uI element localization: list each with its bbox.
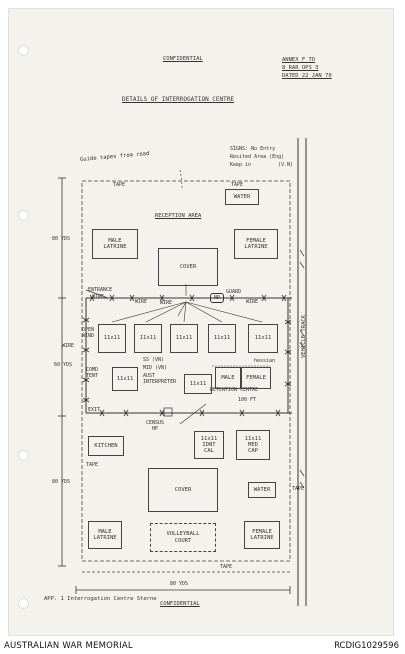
female-detention: FEMALE — [241, 367, 271, 389]
tape-label: TAPE — [220, 564, 233, 570]
detention-centre-label: DETENTION CENTRE — [210, 387, 259, 393]
male-detention: MALE — [215, 367, 241, 389]
water-tank-bottom: WATER — [248, 482, 276, 498]
wire-label: WIRE — [246, 299, 259, 305]
hessian-label: hessian — [254, 358, 276, 364]
mid-vn-label: MID (VN) — [143, 365, 168, 371]
wire-label: WIRE — [135, 299, 148, 305]
ident-cal-tent: 11x11 IDNT CAL — [194, 431, 224, 459]
cell-11x11: 11x11 — [208, 324, 236, 353]
annex-label: ANNEX F TO — [282, 57, 316, 63]
punch-hole — [18, 450, 29, 461]
water-tank-top: WATER — [225, 189, 259, 205]
classification-top: CONFIDENTIAL — [163, 56, 203, 62]
dimension-60yds: 60 YDS — [54, 362, 73, 368]
comd-tent-label: COMD TENT — [86, 367, 99, 379]
med-cap-tent: 11x11 MED CAP — [236, 430, 270, 460]
appendix-note: APP. 1 Interrogation Centre Sterne — [44, 596, 157, 602]
flow-arrows — [111, 284, 263, 323]
cover-top: COVER — [158, 248, 218, 286]
legend-lang: (V.N) — [278, 162, 294, 168]
punch-hole — [18, 598, 29, 609]
wire-label: WIRE — [160, 300, 173, 306]
male-latrine-bottom: MALE LATRINE — [88, 521, 122, 549]
ft-100-label: 100 FT — [238, 397, 257, 403]
vehicle-track-label: VEHICLE TRACK — [301, 314, 307, 358]
np-marker: NP — [210, 293, 224, 303]
cell-11x11: 11x11 — [248, 324, 278, 353]
archive-name: AUSTRALIAN WAR MEMORIAL — [4, 641, 133, 651]
cell-11x11: 11x11 — [98, 324, 126, 353]
male-latrine-top: MALE LATRINE — [92, 229, 138, 259]
entrance-label: ENTRANCE — [88, 287, 113, 293]
cover-bottom: COVER — [148, 468, 218, 512]
punch-hole — [18, 210, 29, 221]
cell-11x11: 11x11 — [184, 374, 212, 394]
wire-crosses-top — [89, 294, 287, 302]
reception-area-label: RECEPTION AREA — [155, 213, 202, 219]
dimension-80yds: 80 YDS — [52, 236, 71, 242]
female-latrine-bottom: FEMALE LATRINE — [244, 521, 280, 549]
wire-label: WIRE — [92, 294, 105, 300]
census-hp-label: CENSUS HP — [146, 420, 165, 432]
open-wind-label: OPEN WIND — [82, 327, 95, 339]
guide-tape-curve — [179, 169, 183, 191]
volleyball-court: VOLLEYBALL COURT — [150, 523, 216, 552]
legend-restricted: Resited Area (Eng) — [230, 154, 285, 160]
exit-label: EXIT — [88, 407, 101, 413]
ss-vn-label: SS (VN) — [143, 357, 165, 363]
tape-label: TAPE — [292, 486, 305, 492]
kitchen: KITCHEN — [88, 436, 124, 456]
cell-11x11: 11x11 — [112, 367, 138, 391]
cell-11x11: 11x11 — [134, 324, 162, 353]
tape-label: TAPE — [86, 462, 99, 468]
archive-id: RCDIG1029596 — [334, 641, 399, 651]
female-latrine-top: FEMALE LATRINE — [234, 229, 278, 259]
document-page — [8, 8, 394, 636]
interpreter-label: AUST INTERPRETER — [143, 373, 177, 385]
compound-boundary — [81, 180, 291, 562]
ops-reference: 8 RAR OPS 3 — [282, 65, 319, 71]
legend-signs: SIGNS: No Entry — [230, 146, 276, 152]
guard-label: GUARD — [226, 289, 242, 295]
legend-keep-in: Keep in — [230, 162, 252, 168]
dated-label: DATED 22 JAN 70 — [282, 73, 332, 79]
punch-hole — [18, 45, 29, 56]
dimension-80yds: 80 YDS — [170, 581, 189, 587]
classification-bottom: CONFIDENTIAL — [160, 601, 200, 607]
archive-footer: AUSTRALIAN WAR MEMORIAL RCDIG1029596 — [0, 636, 405, 654]
wire-label: WIRE — [62, 343, 75, 349]
dimension-80yds: 80 YDS — [52, 479, 71, 485]
tape-label: TAPE — [113, 182, 126, 188]
tape-label: TAPE — [231, 182, 244, 188]
cell-11x11: 11x11 — [170, 324, 198, 353]
page-title: DETAILS OF INTERROGATION CENTRE — [122, 96, 234, 103]
